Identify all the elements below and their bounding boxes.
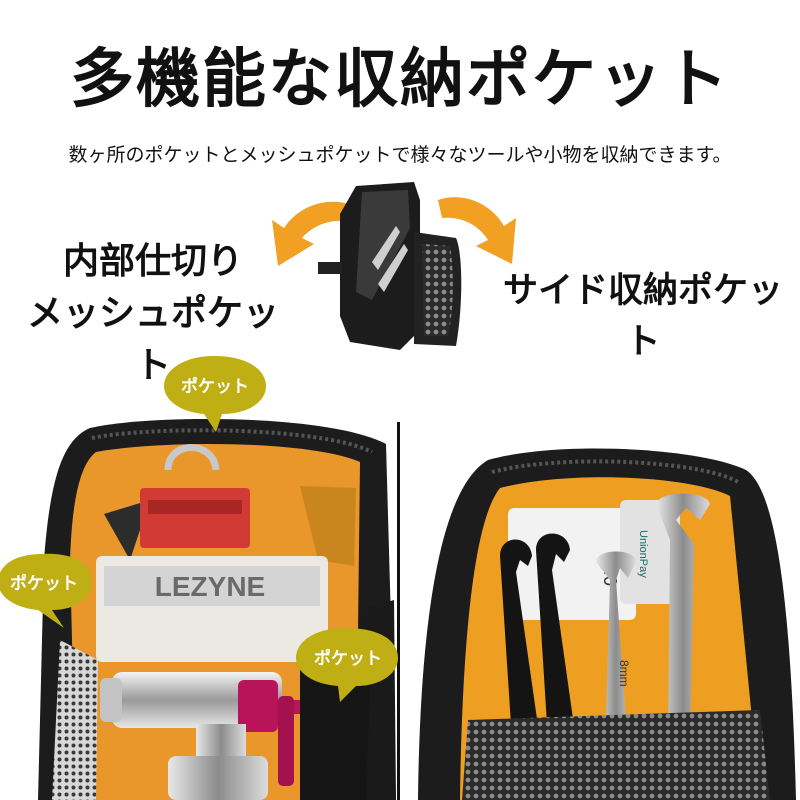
inner-divider-mesh-label: 内部仕切り メッシュポケット — [18, 236, 288, 392]
right-arrow-icon — [438, 197, 516, 264]
label-line-2: メッシュポケット — [26, 293, 279, 386]
photo-divider — [397, 422, 400, 800]
card-brand: UnionPay — [637, 530, 649, 578]
description: 数ヶ所のポケットとメッシュポケットで様々なツールや小物を収納できます。 — [68, 144, 732, 166]
left-arrow-icon — [272, 201, 355, 266]
brand-label: LEZYNE — [155, 571, 265, 602]
label-line-1: 内部仕切り — [62, 241, 243, 282]
bubble-left-text: ポケット — [10, 573, 78, 594]
pocket-bubble-left: ポケット — [0, 553, 92, 628]
bubble-top-text: ポケット — [181, 376, 249, 397]
pocket-bubble-middle: ポケット — [296, 628, 398, 702]
right-bag-photo: 940 UnionPay 8mm — [418, 448, 796, 800]
side-pocket-label: サイド収納ポケット — [502, 271, 783, 362]
bubble-middle-text: ポケット — [314, 648, 382, 669]
bag-overview-image — [272, 182, 516, 350]
headline: 多機能な収納ポケット — [70, 43, 730, 117]
pocket-bubble-top: ポケット — [164, 356, 266, 432]
wrench-size-label: 8mm — [617, 660, 631, 687]
left-bag-photo: LEZYNE — [38, 418, 396, 800]
